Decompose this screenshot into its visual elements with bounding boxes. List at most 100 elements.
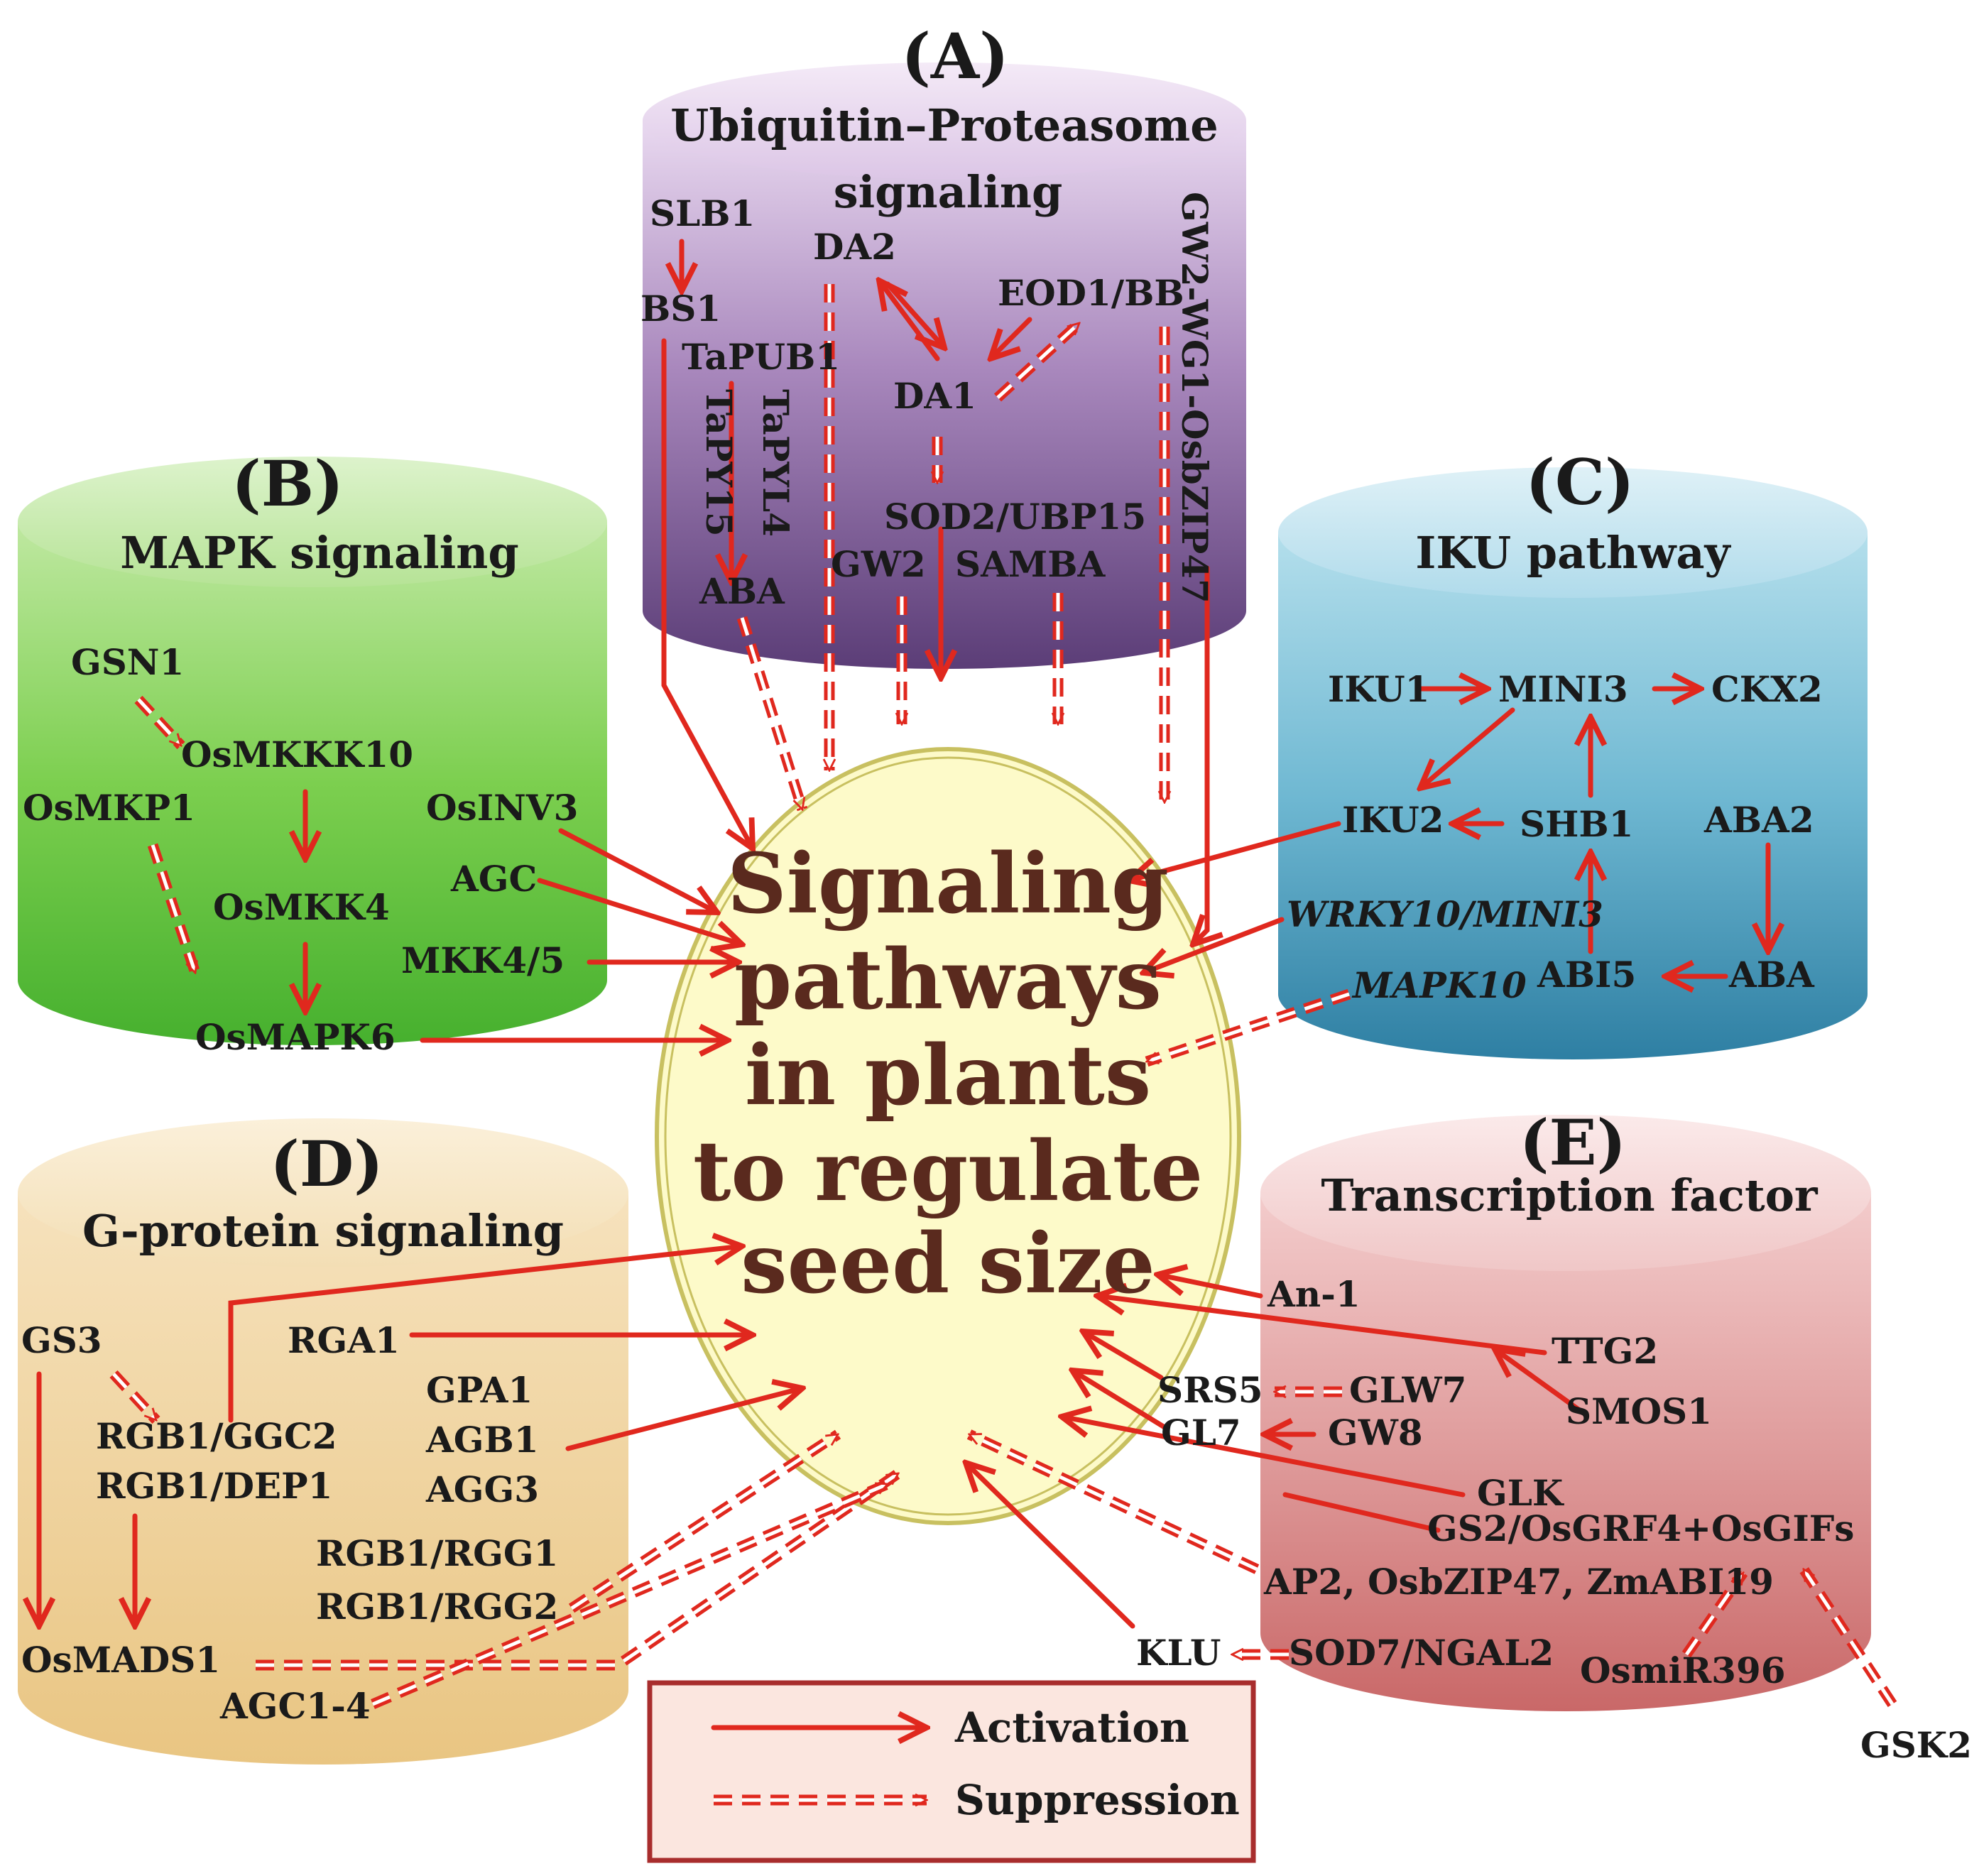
node-osmapk6: OsMAPK6 bbox=[195, 1016, 396, 1058]
legend-box bbox=[647, 1680, 1256, 1863]
node-samba: SAMBA bbox=[955, 543, 1106, 585]
panel-c-labels: (C) IKU pathway IKU1 MINI3 CKX2 IKU2 SHB… bbox=[1287, 445, 1823, 1006]
panel-a-labels: (A) Ubiquitin–Proteasome signaling SLB1 … bbox=[640, 19, 1219, 612]
node-klu: KLU bbox=[1136, 1632, 1221, 1674]
node-eod1: EOD1/BB bbox=[998, 272, 1184, 314]
arrow-gs2-center bbox=[1282, 1492, 1441, 1533]
panel-d-title: G-protein signaling bbox=[82, 1205, 564, 1257]
arrow-agb1-center bbox=[565, 1388, 802, 1451]
node-tapub1: TaPUB1 bbox=[682, 336, 840, 378]
panel-b-cylinder bbox=[18, 457, 607, 1045]
node-sod7-ngal2: SOD7/NGAL2 bbox=[1289, 1632, 1554, 1674]
node-iku1: IKU1 bbox=[1328, 668, 1429, 710]
node-glk: GLK bbox=[1477, 1472, 1564, 1514]
panel-c-cylinder bbox=[1278, 467, 1868, 1059]
node-srs5: SRS5 bbox=[1157, 1369, 1263, 1411]
node-da2: DA2 bbox=[813, 226, 896, 268]
node-slb1: SLB1 bbox=[650, 192, 755, 234]
node-ap2-osbzip47-zmabi19: AP2, OsbZIP47, ZmABI19 bbox=[1263, 1561, 1774, 1603]
node-gs2-osgrf4: GS2/OsGRF4+OsGIFs bbox=[1427, 1507, 1854, 1549]
node-gs3: GS3 bbox=[21, 1319, 102, 1361]
center-line-4: to regulate bbox=[693, 1123, 1203, 1220]
legend-suppression-label: Suppression bbox=[955, 1776, 1240, 1824]
arrow-an1-center bbox=[1157, 1275, 1263, 1299]
arrow-agc-center bbox=[537, 878, 742, 944]
arrow-wrky10-center bbox=[1143, 917, 1285, 973]
node-tapyl4: TaPYL4 bbox=[755, 389, 797, 537]
node-agb1: AGB1 bbox=[425, 1419, 539, 1461]
center-line-5: seed size bbox=[741, 1216, 1155, 1312]
arrow-mini3-iku2 bbox=[1420, 707, 1515, 788]
node-rgb1-rgg1: RGB1/RGG1 bbox=[316, 1532, 558, 1574]
node-osmir396: OsmiR396 bbox=[1580, 1649, 1786, 1691]
panel-b-title: MAPK signaling bbox=[120, 527, 518, 579]
node-gw8: GW8 bbox=[1328, 1412, 1423, 1454]
panel-b-letter: (B) bbox=[231, 447, 344, 520]
node-shb1: SHB1 bbox=[1520, 803, 1633, 845]
node-abi5: ABI5 bbox=[1537, 954, 1636, 996]
panel-c-title: IKU pathway bbox=[1415, 527, 1731, 579]
panel-a-title-line2: signaling bbox=[834, 166, 1063, 218]
arrow-iku2-center bbox=[1129, 821, 1341, 880]
node-iku2: IKU2 bbox=[1342, 799, 1444, 841]
arrow-ttg2-center bbox=[1097, 1296, 1547, 1356]
center-line-3: in plants bbox=[745, 1027, 1151, 1124]
node-gsk2: GSK2 bbox=[1860, 1724, 1972, 1766]
node-aba-c: ABA bbox=[1728, 954, 1815, 996]
node-gsn1: GSN1 bbox=[71, 641, 184, 683]
panel-d-letter: (D) bbox=[270, 1127, 383, 1201]
node-rgb1-rgg2: RGB1/RGG2 bbox=[316, 1586, 558, 1627]
center-line-2: pathways bbox=[734, 932, 1162, 1028]
node-da1: DA1 bbox=[893, 375, 976, 417]
node-gl7: GL7 bbox=[1161, 1412, 1241, 1454]
panel-e-cylinder bbox=[1260, 1115, 1871, 1711]
panel-a-cylinder bbox=[643, 62, 1246, 669]
node-agc1-4: AGC1-4 bbox=[219, 1685, 371, 1727]
node-ttg2: TTG2 bbox=[1552, 1330, 1658, 1372]
node-bs1: BS1 bbox=[640, 288, 721, 329]
node-wrky10-mini3: WRKY10/MINI3 bbox=[1287, 893, 1603, 935]
node-aba-a: ABA bbox=[699, 570, 785, 612]
panel-a-letter: (A) bbox=[901, 19, 1009, 93]
node-mkk45: MKK4/5 bbox=[401, 939, 565, 981]
arrow-eod1-da1 bbox=[991, 317, 1032, 359]
panel-c-letter: (C) bbox=[1525, 445, 1634, 519]
legend-activation-label: Activation bbox=[954, 1703, 1189, 1752]
arrows-layer bbox=[39, 239, 1897, 1709]
node-smos1: SMOS1 bbox=[1566, 1390, 1712, 1432]
node-rga1: RGA1 bbox=[288, 1319, 400, 1361]
arrow-srs5-center bbox=[1083, 1331, 1164, 1380]
node-ckx2: CKX2 bbox=[1711, 668, 1823, 710]
node-osmkkk10: OsMKKK10 bbox=[181, 734, 413, 775]
arrow-gw2wg1-center-act bbox=[1193, 565, 1207, 944]
arrow-smos1-ttg2 bbox=[1495, 1349, 1586, 1416]
panel-e-labels: (E) Transcription factor An-1 TTG2 SRS5 … bbox=[1136, 1106, 1972, 1766]
node-mapk10: MAPK10 bbox=[1351, 964, 1527, 1006]
node-tapy15: TaPY15 bbox=[698, 389, 740, 537]
node-osmads1: OsMADS1 bbox=[21, 1639, 220, 1681]
arrow-da1-da2 bbox=[879, 280, 940, 361]
node-rgb1-ggc2: RGB1/GGC2 bbox=[96, 1415, 337, 1457]
center-line-1: Signaling bbox=[727, 836, 1169, 932]
node-osmkk4: OsMKK4 bbox=[213, 886, 390, 928]
node-gpa1: GPA1 bbox=[426, 1369, 533, 1411]
arrow-rgb1ggc2-center bbox=[228, 1246, 742, 1423]
node-aba2: ABA2 bbox=[1703, 799, 1814, 841]
node-gw2: GW2 bbox=[831, 543, 926, 585]
panel-a-title-line1: Ubiquitin–Proteasome bbox=[670, 99, 1218, 151]
arrow-osinv3-center bbox=[558, 828, 717, 912]
arrow-gl7-center bbox=[1072, 1370, 1167, 1430]
node-agg3: AGG3 bbox=[425, 1468, 539, 1510]
node-agc: AGC bbox=[450, 858, 537, 900]
node-osinv3: OsINV3 bbox=[426, 787, 578, 829]
node-osmkp1: OsMKP1 bbox=[23, 787, 195, 829]
node-sod2: SOD2/UBP15 bbox=[884, 496, 1146, 538]
node-mini3: MINI3 bbox=[1498, 668, 1628, 710]
arrow-bs1-center bbox=[661, 338, 753, 849]
panel-d-labels: (D) G-protein signaling GS3 RGA1 GPA1 RG… bbox=[21, 1127, 564, 1727]
node-glw7: GLW7 bbox=[1349, 1369, 1466, 1411]
panel-e-letter: (E) bbox=[1520, 1106, 1626, 1179]
panel-b-labels: (B) MAPK signaling GSN1 OsMKKK10 OsMKP1 … bbox=[23, 447, 578, 1058]
arrow-glk-center bbox=[1062, 1417, 1466, 1498]
